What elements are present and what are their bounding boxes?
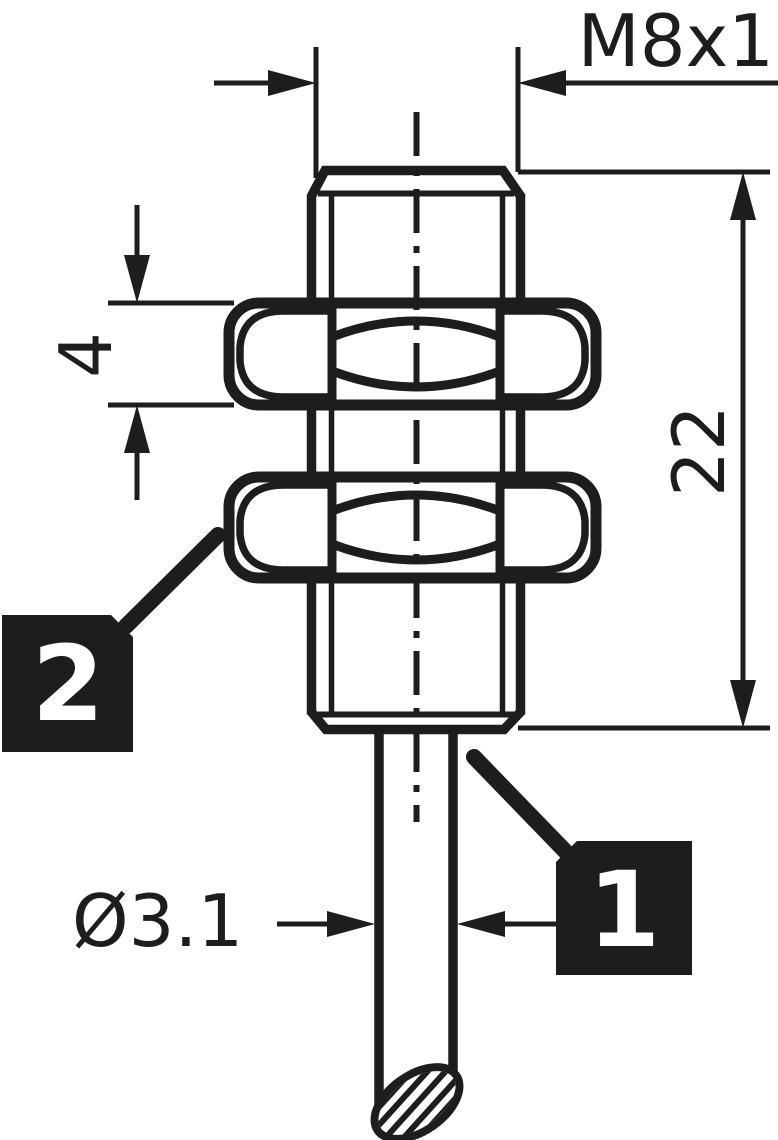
arrowhead-left-icon (518, 70, 566, 96)
dimension-thread-m8x1: M8x1 (214, 0, 778, 178)
arrowhead-down-icon (730, 680, 756, 728)
arrowhead-right-icon (268, 70, 316, 96)
arrowhead-right-icon (327, 911, 375, 937)
callout-1-leader-line (466, 749, 574, 860)
callout-1-number: 1 (588, 849, 660, 971)
arrowhead-left-icon (457, 911, 505, 937)
callout-2-box (2, 615, 133, 752)
arrowhead-up-icon (124, 405, 150, 453)
callout-1-box (556, 841, 692, 975)
callout-probe: 1 (466, 749, 692, 975)
length-label: 22 (657, 405, 741, 497)
hex-nut-upper (223, 297, 602, 411)
callout-nut: 2 (2, 527, 226, 752)
callout-2-leader-line (118, 527, 226, 634)
thread-label: M8x1 (578, 0, 774, 83)
hex-nut-lower (223, 471, 602, 584)
probe-diameter-label: Ø3.1 (72, 879, 243, 963)
dimension-nut-thickness-4: 4 (44, 205, 234, 500)
arrowhead-up-icon (730, 172, 756, 220)
callout-2-number: 2 (32, 623, 104, 745)
sensor-probe (367, 730, 467, 1140)
nut-thickness-label: 4 (44, 332, 128, 378)
dimension-probe-diameter: Ø3.1 (72, 879, 558, 963)
dimension-length-22: 22 (518, 169, 770, 731)
arrowhead-down-icon (124, 255, 150, 303)
